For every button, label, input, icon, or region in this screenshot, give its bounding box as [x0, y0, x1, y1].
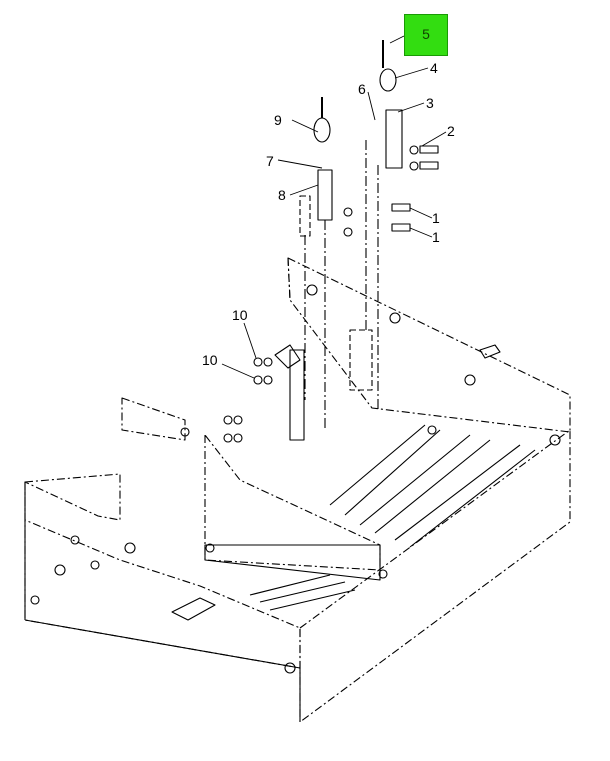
floor-rails — [249, 424, 536, 611]
callout-7[interactable]: 7 — [266, 153, 274, 169]
callout-3[interactable]: 3 — [426, 95, 434, 111]
upper-left-bracket — [299, 169, 333, 430]
leader-lines — [221, 35, 447, 379]
left-side-panel — [24, 473, 301, 669]
callout-6[interactable]: 6 — [358, 81, 366, 97]
callout-10b[interactable]: 10 — [202, 352, 218, 368]
highlighted-callout-box[interactable]: 5 — [404, 14, 448, 56]
callout-1a[interactable]: 1 — [432, 210, 440, 226]
callout-10a[interactable]: 10 — [232, 307, 248, 323]
back-panel — [121, 257, 571, 441]
t-handle-rear — [479, 344, 501, 359]
mid-bracket — [274, 329, 373, 441]
upper-right-bracket — [365, 109, 403, 410]
front-panel — [299, 429, 571, 723]
bolts — [343, 145, 439, 237]
washers — [30, 284, 561, 674]
callout-2[interactable]: 2 — [447, 123, 455, 139]
callout-8[interactable]: 8 — [278, 187, 286, 203]
highlighted-callout-label: 5 — [422, 26, 430, 42]
callout-4[interactable]: 4 — [430, 60, 438, 76]
t-handle-front — [171, 597, 216, 621]
latch-handle-9 — [313, 97, 331, 143]
callout-1b[interactable]: 1 — [432, 229, 440, 245]
inner-divider — [204, 434, 381, 581]
callout-9[interactable]: 9 — [274, 112, 282, 128]
latch-handle-4 — [379, 40, 397, 92]
